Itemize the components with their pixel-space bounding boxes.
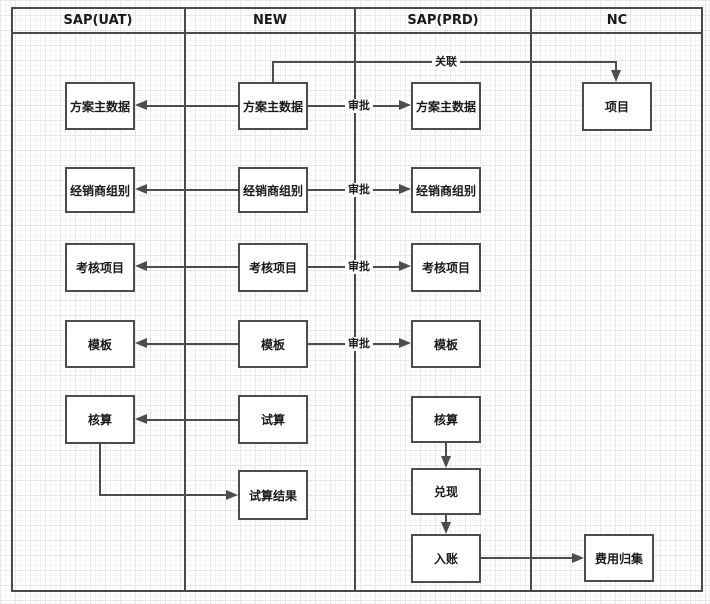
arrowhead-left-row2 [135,184,147,194]
lane-header-sap-prd: SAP(PRD) [407,13,479,28]
edge-trial-to-uat-account [146,419,238,421]
lane-divider-3 [530,7,532,592]
arrowhead-right-row2 [399,184,411,194]
edge-posting-to-expense [481,557,573,559]
arrowhead-right-trial-result [226,490,238,500]
arrowhead-right-expense [572,553,584,563]
node-uat-dealer-group: 经销商组别 [65,167,135,213]
arrowhead-down-prd-cash [441,456,451,468]
header-underline [11,32,703,34]
node-new-assessment-item: 考核项目 [238,243,308,292]
node-uat-assessment-item: 考核项目 [65,243,135,292]
arrowhead-right-row3 [399,261,411,271]
node-prd-template: 模板 [411,320,481,368]
edge-label-approve-row4: 审批 [345,337,373,351]
swimlane-frame [11,7,703,592]
arrowhead-left-row1 [135,100,147,110]
edge-label-approve-row1: 审批 [345,99,373,113]
edge-new-to-uat-template [146,343,238,345]
lane-divider-2 [354,7,356,592]
edge-prd-account-to-cash [445,443,447,458]
arrowhead-right-row4 [399,338,411,348]
edge-link-up-segment [272,62,274,82]
arrowhead-left-row4 [135,338,147,348]
node-prd-cash-redeem: 兑现 [411,468,481,515]
arrowhead-down-nc-project [611,70,621,82]
edge-label-link: 关联 [432,55,460,69]
edge-account-down-segment [99,444,101,495]
lane-header-new: NEW [252,13,288,28]
node-new-dealer-group: 经销商组别 [238,167,308,213]
edge-new-to-uat-dealer [146,189,238,191]
arrowhead-right-row1 [399,100,411,110]
node-new-trial-result: 试算结果 [238,470,308,520]
node-prd-dealer-group: 经销商组别 [411,167,481,213]
lane-header-sap-uat: SAP(UAT) [63,13,133,28]
edge-new-to-uat-plan [146,105,238,107]
node-new-template: 模板 [238,320,308,368]
node-new-plan-master-data: 方案主数据 [238,82,308,130]
node-uat-plan-master-data: 方案主数据 [65,82,135,130]
node-nc-expense-collection: 费用归集 [584,534,654,582]
arrowhead-left-row5 [135,414,147,424]
edge-label-approve-row2: 审批 [345,183,373,197]
edge-link-down-segment [615,61,617,72]
lane-header-nc: NC [606,13,628,28]
node-uat-accounting: 核算 [65,395,135,444]
node-uat-template: 模板 [65,320,135,368]
node-nc-project: 项目 [582,82,652,131]
edge-new-to-uat-assess [146,266,238,268]
node-prd-posting: 入账 [411,534,481,583]
edge-label-approve-row3: 审批 [345,260,373,274]
arrowhead-left-row3 [135,261,147,271]
edge-prd-cash-to-posting [445,515,447,524]
node-new-trial-calc: 试算 [238,395,308,444]
arrowhead-down-prd-posting [441,522,451,534]
lane-divider-1 [184,7,186,592]
edge-account-to-trial-result [99,494,227,496]
node-prd-accounting: 核算 [411,396,481,443]
node-prd-assessment-item: 考核项目 [411,243,481,292]
node-prd-plan-master-data: 方案主数据 [411,82,481,130]
